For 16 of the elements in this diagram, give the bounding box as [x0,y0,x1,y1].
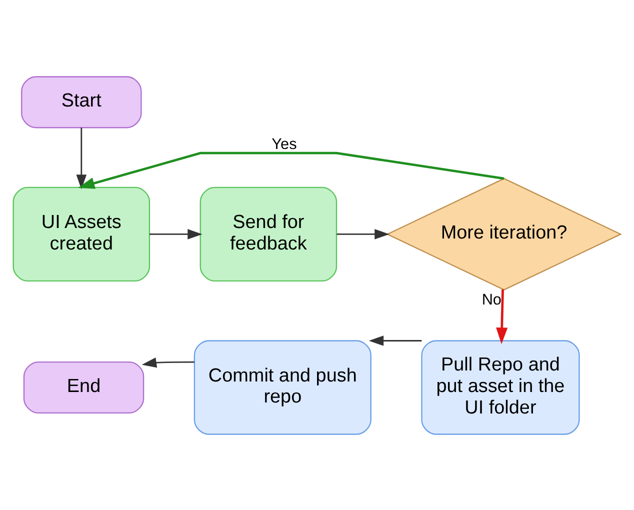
node-box: Commit and push repo [194,340,372,434]
arrow [142,357,194,368]
node-box: End [23,360,144,414]
arrow [368,335,422,346]
arrow [496,288,508,344]
node-box: Start [21,76,142,128]
edge-label: Yes [272,135,297,152]
arrow [76,127,87,189]
arrow [78,151,504,188]
arrow [150,228,202,239]
arrow [336,228,390,239]
node-box: UI Assets created [12,186,150,282]
node-box: Pull Repo and put asset in the UI folder [421,340,580,434]
edge-label: No [482,291,502,308]
node-diamond: More iteration? [386,177,622,290]
node-box: Send for feedback [200,186,338,282]
